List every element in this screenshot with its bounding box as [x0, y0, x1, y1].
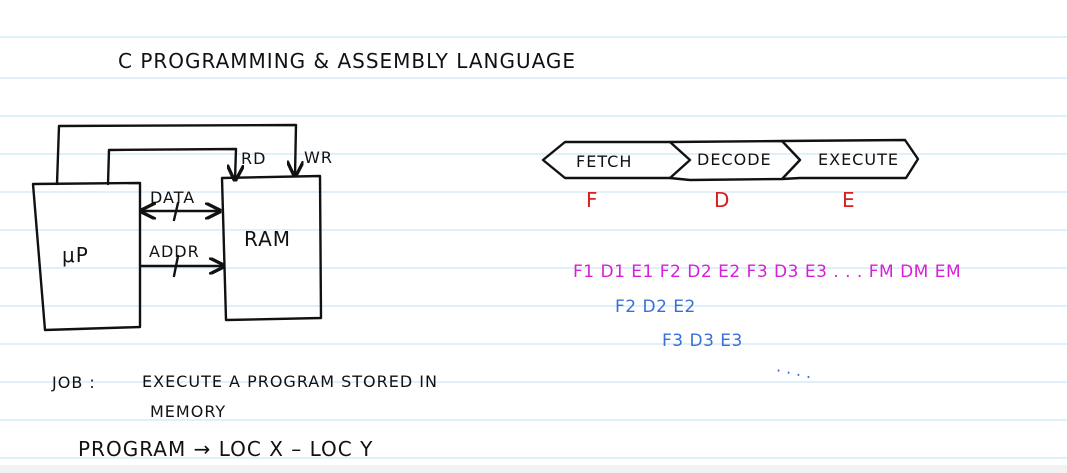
program-text: PROGRAM → LOC X – LOC Y — [78, 437, 373, 461]
job-label: JOB : — [51, 373, 96, 392]
wr-bus-line — [55, 123, 296, 186]
wr-label: WR — [304, 148, 333, 167]
data-label: DATA — [150, 188, 195, 207]
execute-label: EXECUTE — [818, 150, 899, 169]
ram-label: RAM — [244, 227, 291, 251]
addr-label: ADDR — [149, 242, 200, 261]
decode-stage-shape — [668, 139, 802, 182]
job-text-line1: EXECUTE A PROGRAM STORED IN — [142, 372, 438, 391]
fetch-label: FETCH — [576, 152, 632, 171]
cpu-box — [31, 181, 142, 332]
block-diagram: μP RAM RD WR DATA ADDR — [31, 123, 333, 332]
pipeline-row-1: F1 D1 E1 F2 D2 E2 F3 D3 E3 . . . FM DM E… — [573, 262, 961, 282]
cpu-label: μP — [62, 243, 89, 267]
notes: JOB : EXECUTE A PROGRAM STORED IN MEMORY… — [51, 372, 438, 461]
fetch-letter: F — [586, 188, 598, 212]
ruled-lines — [0, 36, 1067, 459]
pipeline-diagram: FETCH DECODE EXECUTE F D E F1 D1 E1 F2 D… — [541, 138, 961, 382]
rd-bus-line — [106, 147, 236, 186]
rd-label: RD — [241, 149, 266, 168]
decode-letter: D — [714, 188, 729, 212]
job-text-line2: MEMORY — [150, 402, 226, 421]
pipeline-row-2: F2 D2 E2 — [615, 297, 696, 317]
execute-letter: E — [842, 188, 855, 212]
decode-label: DECODE — [697, 150, 772, 169]
bottom-edge-bar — [0, 465, 1067, 473]
execute-stage-shape — [780, 138, 920, 181]
pipeline-row-3: F3 D3 E3 — [662, 331, 743, 351]
page-title: C PROGRAMMING & ASSEMBLY LANGUAGE — [118, 49, 576, 73]
fetch-stage-shape — [541, 140, 692, 180]
pipeline-continuation: . . . . — [775, 356, 814, 382]
